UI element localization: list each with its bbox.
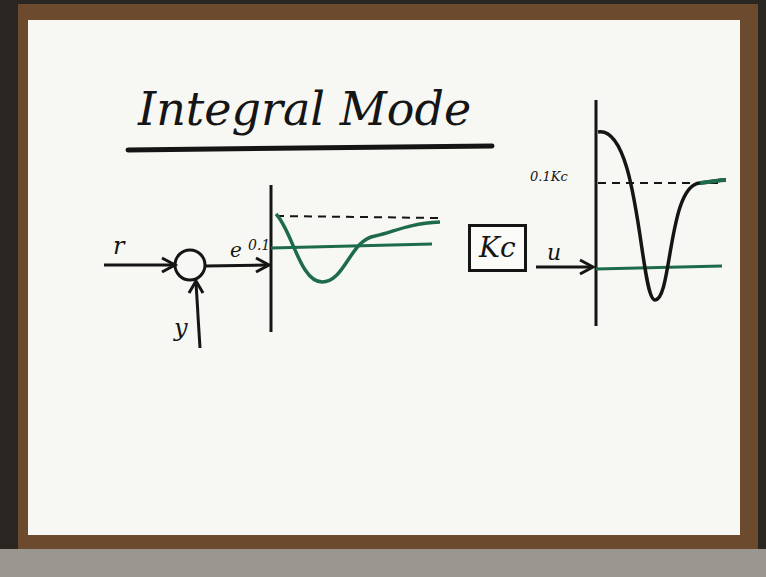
- node-text: Kc: [479, 234, 516, 262]
- signal-name: u: [547, 242, 561, 264]
- gain-box: Kc: [468, 224, 527, 272]
- title: Integral Mode: [138, 86, 471, 132]
- signal-name: r: [113, 234, 124, 258]
- signal-name: e: [230, 240, 242, 260]
- axis-value: 0.1Kc: [530, 170, 568, 183]
- axis-value: 0.1: [248, 238, 270, 252]
- signal-name: y: [174, 316, 188, 340]
